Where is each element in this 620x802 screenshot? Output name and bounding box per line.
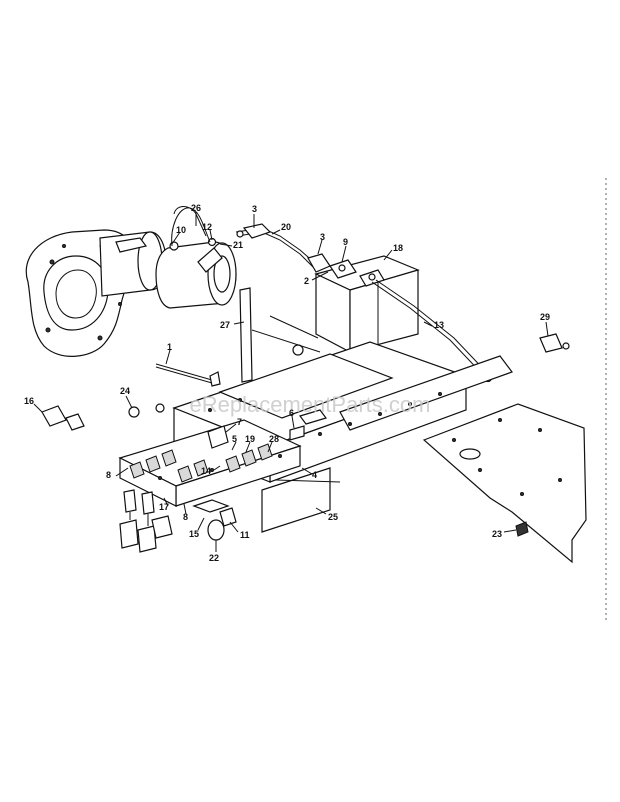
connector-29 xyxy=(539,333,570,353)
floor-plate xyxy=(422,403,587,564)
cable-tie-1 xyxy=(155,363,221,387)
battery-cable-20 xyxy=(235,223,331,273)
callout-1: 1 xyxy=(167,342,172,352)
callout-10: 10 xyxy=(176,225,186,235)
callout-2: 2 xyxy=(304,276,309,286)
relays-17 xyxy=(119,489,173,553)
callout-23: 23 xyxy=(492,529,502,539)
callout-28: 28 xyxy=(269,434,279,444)
plate-25 xyxy=(261,467,341,533)
switch-panel xyxy=(118,419,302,507)
callout-22: 22 xyxy=(209,553,219,563)
callout-19: 19 xyxy=(245,434,255,444)
callout-17: 17 xyxy=(159,502,169,512)
callout-6: 6 xyxy=(289,408,294,418)
callout-13: 13 xyxy=(434,320,444,330)
callout-12: 12 xyxy=(202,222,212,232)
hold-down-strap-27 xyxy=(239,287,321,383)
battery xyxy=(314,255,420,353)
callout-8-lower: 8 xyxy=(183,512,188,522)
clip-24 xyxy=(128,344,304,418)
callout-20: 20 xyxy=(281,222,291,232)
wire-26 xyxy=(171,207,211,247)
connector-16 xyxy=(41,405,85,431)
callout-26: 26 xyxy=(191,203,201,213)
callout-18: 18 xyxy=(393,243,403,253)
callout-14: 14 xyxy=(201,466,211,476)
callout-21: 21 xyxy=(233,240,243,250)
starter-motor xyxy=(99,206,237,309)
callout-9: 9 xyxy=(343,237,348,247)
callout-7: 7 xyxy=(237,417,242,427)
callout-3-right: 3 xyxy=(320,232,325,242)
callout-11: 11 xyxy=(240,530,250,540)
callout-labels: 26 3 20 3 9 18 10 12 21 2 27 13 29 1 24 … xyxy=(24,203,550,563)
callout-25: 25 xyxy=(328,512,338,522)
callout-27: 27 xyxy=(220,320,230,330)
callout-29: 29 xyxy=(540,312,550,322)
callout-8-left: 8 xyxy=(106,470,111,480)
bolt-23 xyxy=(515,521,529,537)
key-switch-22 xyxy=(192,499,237,541)
callout-3-top: 3 xyxy=(252,204,257,214)
callout-15: 15 xyxy=(189,529,199,539)
leader-lines xyxy=(33,212,549,552)
callout-16: 16 xyxy=(24,396,34,406)
watermark: eReplacementParts.com xyxy=(190,392,431,417)
callout-4: 4 xyxy=(312,470,317,480)
callout-24: 24 xyxy=(120,386,130,396)
callout-5: 5 xyxy=(232,434,237,444)
